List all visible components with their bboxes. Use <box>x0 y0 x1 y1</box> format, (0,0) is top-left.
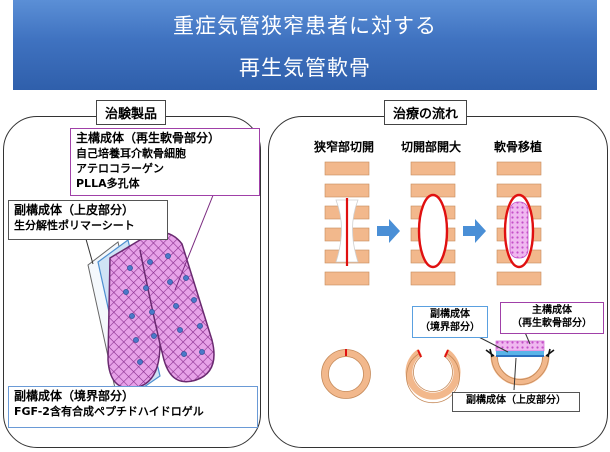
main-construct-line: アテロコラーゲン <box>76 162 164 175</box>
boundary-heading: 副構成体（境界部分） <box>14 389 135 403</box>
header-title-line1: 重症気管狭窄患者に対する <box>173 14 437 38</box>
epithelium-callout-text: 副構成体（上皮部分） <box>466 395 566 406</box>
boundary-callout: 副構成体 （境界部分） <box>412 306 488 338</box>
epithelium-callout-leader <box>513 357 517 391</box>
epithelium-callout: 副構成体（上皮部分） <box>452 392 580 412</box>
boundary-callout-line2: （境界部分） <box>420 322 480 333</box>
trachea-stenosis-incision <box>324 161 370 286</box>
header-title-line2: 再生気管軟骨 <box>239 56 371 80</box>
step-label-cartilage-graft: 軟骨移植 <box>494 140 543 154</box>
boundary-line: FGF-2含有合成ペプチドハイドロゲル <box>14 405 204 418</box>
step-label-stenosis-incision: 狭窄部切開 <box>314 140 375 154</box>
epithelium-line: 生分解性ポリマーシート <box>14 219 135 232</box>
header-banner: 重症気管狭窄患者に対する 再生気管軟骨 <box>13 0 597 90</box>
construct-cells <box>123 253 205 365</box>
step-label-incision-opening: 切開部開大 <box>401 140 462 154</box>
epithelium-box: 副構成体（上皮部分） 生分解性ポリマーシート <box>8 200 168 240</box>
product-illustration <box>87 231 215 403</box>
main-callout-line1: 主構成体 <box>532 305 572 316</box>
main-construct-line: 自己培養耳介軟骨細胞 <box>76 147 186 160</box>
main-callout: 主構成体 （再生軟骨部分） <box>500 302 604 334</box>
cartilage-construct <box>107 231 215 389</box>
boundary-box: 副構成体（境界部分） FGF-2含有合成ペプチドハイドロゲル <box>8 386 258 428</box>
cross-section-opened <box>405 349 461 404</box>
main-construct-box: 主構成体（再生軟骨部分） 自己培養耳介軟骨細胞 アテロコラーゲン PLLA多孔体 <box>70 128 260 196</box>
main-callout-line2: （再生軟骨部分） <box>512 318 592 329</box>
left-panel-title: 治験製品 <box>96 100 167 125</box>
cross-section-grafted <box>485 340 555 386</box>
main-construct-line: PLLA多孔体 <box>76 177 140 190</box>
flow-arrow-1 <box>377 219 400 243</box>
right-panel-title: 治療の流れ <box>384 100 468 125</box>
main-construct-heading: 主構成体（再生軟骨部分） <box>76 131 221 145</box>
boundary-callout-line1: 副構成体 <box>430 309 470 320</box>
cross-section-incision <box>321 349 371 399</box>
trachea-grafted <box>496 161 542 286</box>
trachea-opened <box>410 161 456 286</box>
flow-arrow-2 <box>463 219 486 243</box>
epithelium-heading: 副構成体（上皮部分） <box>14 203 135 217</box>
construct-fold-line <box>139 249 161 345</box>
